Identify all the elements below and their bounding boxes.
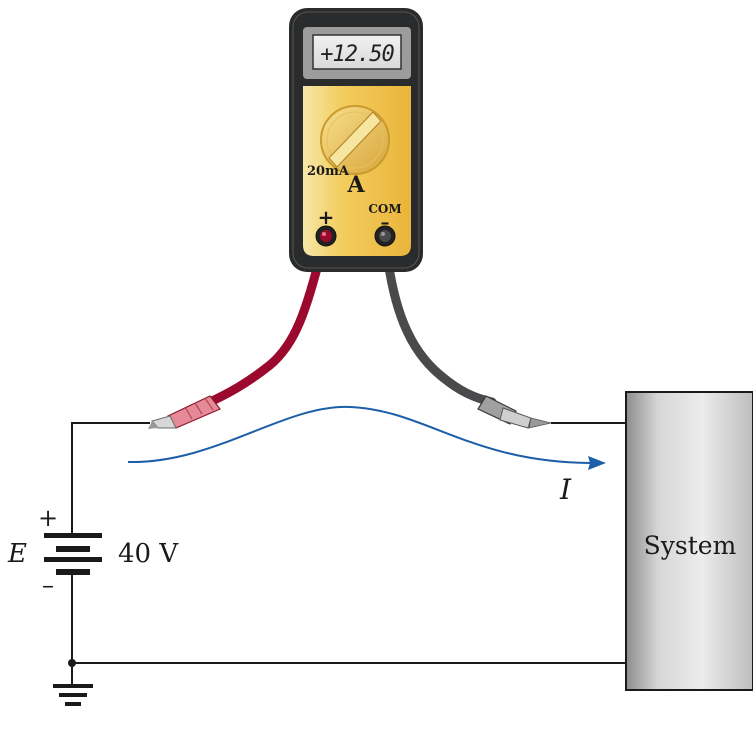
battery-plus-label: + xyxy=(38,504,58,532)
battery-voltage-label: 40 V xyxy=(118,539,179,569)
ammeter: +12.50 20mA A + COM – xyxy=(289,8,423,272)
current-arrowhead-icon xyxy=(588,456,606,470)
battery-icon xyxy=(44,533,102,575)
red-probe-clip-icon xyxy=(148,395,221,429)
ground-junction-dot xyxy=(68,659,76,667)
battery-symbol: E xyxy=(7,539,27,569)
system-block xyxy=(625,391,753,691)
current-arrow xyxy=(127,405,591,464)
black-test-lead xyxy=(380,231,497,407)
range-selector-knob[interactable] xyxy=(320,105,390,175)
black-probe-clip-icon xyxy=(477,395,552,429)
com-jack[interactable] xyxy=(374,225,396,247)
battery-minus-label: – xyxy=(42,571,54,599)
red-test-lead xyxy=(203,231,331,408)
meter-com-label: COM xyxy=(368,202,401,216)
meter-reading: +12.50 xyxy=(320,42,394,67)
meter-lcd xyxy=(312,34,402,70)
meter-minus-label: – xyxy=(381,212,390,233)
ground-icon xyxy=(53,684,93,706)
top-left-wire xyxy=(71,422,150,535)
meter-plus-label: + xyxy=(318,205,335,229)
current-symbol: I xyxy=(559,473,572,506)
meter-range-label: 20mA xyxy=(307,164,350,179)
meter-mode-symbol: A xyxy=(346,172,365,198)
positive-jack[interactable] xyxy=(315,225,337,247)
bottom-wire xyxy=(71,570,626,664)
system-label: System xyxy=(644,531,737,560)
